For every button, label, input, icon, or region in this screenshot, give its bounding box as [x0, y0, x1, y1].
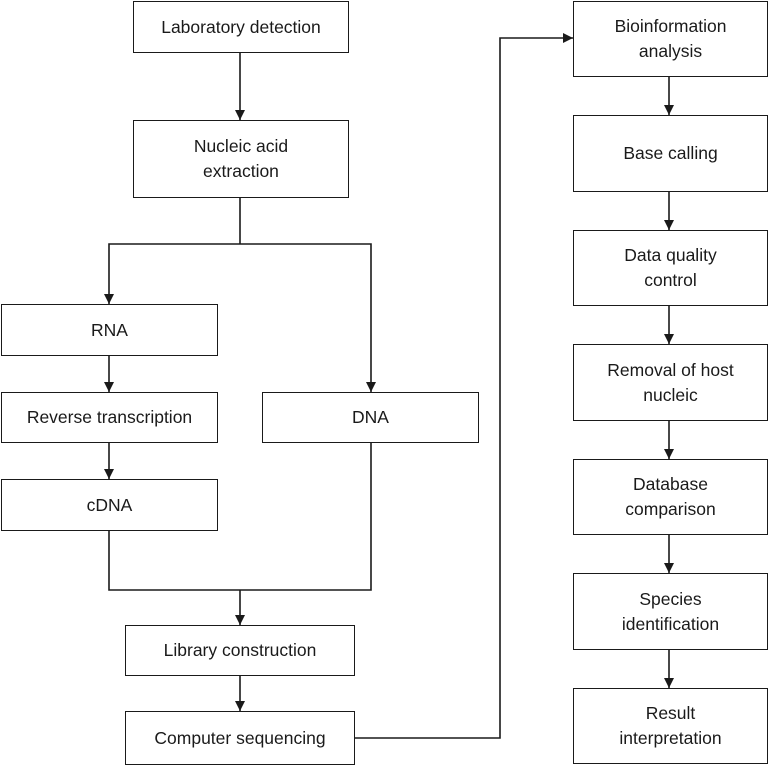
node-library-construction: Library construction [125, 625, 355, 676]
line-cdna-merge [108, 531, 240, 591]
node-cdna: cDNA [1, 479, 218, 531]
node-data-quality-control: Data quality control [573, 230, 768, 306]
node-bioinformation-analysis: Bioinformation analysis [573, 1, 768, 77]
node-removal-of-host-nucleic: Removal of host nucleic [573, 344, 768, 421]
arrow-split-to-dna [240, 243, 376, 392]
node-base-calling: Base calling [573, 115, 768, 192]
node-rna: RNA [1, 304, 218, 356]
node-dna: DNA [262, 392, 479, 443]
arrow-split-to-rna [104, 243, 240, 304]
arrow-sequencing-to-bioinformation [355, 33, 573, 739]
node-computer-sequencing: Computer sequencing [125, 711, 355, 765]
node-reverse-transcription: Reverse transcription [1, 392, 218, 443]
node-result-interpretation: Result interpretation [573, 688, 768, 764]
line-dna-merge [240, 443, 372, 591]
node-nucleic-acid-extraction: Nucleic acid extraction [133, 120, 349, 198]
node-database-comparison: Database comparison [573, 459, 768, 535]
node-laboratory-detection: Laboratory detection [133, 1, 349, 53]
node-species-identification: Species identification [573, 573, 768, 650]
